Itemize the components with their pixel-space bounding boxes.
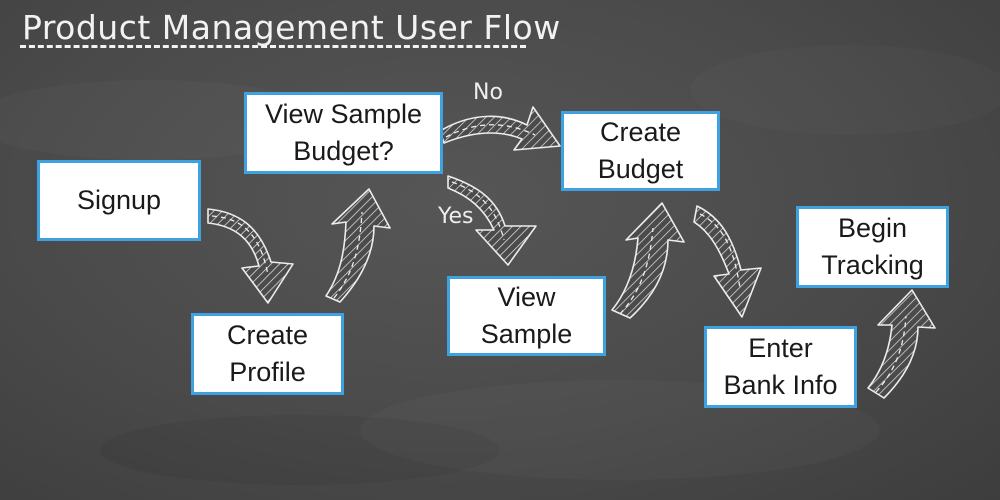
arrow-dash-no-branch bbox=[445, 124, 536, 138]
arrow-yes-branch bbox=[447, 175, 537, 266]
arrow-dash-view-to-create bbox=[619, 227, 654, 315]
diagram-title: Product Management User Flow bbox=[22, 8, 561, 47]
node-begin-tracking: Begin Tracking bbox=[796, 206, 949, 288]
arrow-no-branch bbox=[439, 106, 561, 151]
arrow-dash-signup-to-profile bbox=[211, 215, 269, 276]
arrow-dash-yes-branch bbox=[451, 181, 505, 241]
arrow-dash-create-to-bank bbox=[699, 213, 741, 289]
node-view-sample-budget: View Sample Budget? bbox=[244, 92, 443, 174]
node-enter-bank-info: Enter Bank Info bbox=[704, 326, 857, 408]
node-view-sample: View Sample bbox=[447, 276, 606, 356]
arrow-dash-bank-to-track bbox=[875, 315, 907, 393]
node-create-budget: Create Budget bbox=[561, 111, 720, 191]
node-signup: Signup bbox=[37, 160, 201, 241]
edge-label-yes: Yes bbox=[438, 204, 474, 229]
arrow-create-to-bank bbox=[693, 205, 762, 318]
title-underline bbox=[20, 45, 526, 48]
arrow-signup-to-profile bbox=[207, 208, 294, 304]
arrow-dash-profile-to-viewq bbox=[333, 211, 363, 299]
edge-label-no: No bbox=[473, 80, 503, 105]
arrow-view-to-create bbox=[611, 202, 685, 319]
node-create-profile: Create Profile bbox=[191, 313, 344, 395]
